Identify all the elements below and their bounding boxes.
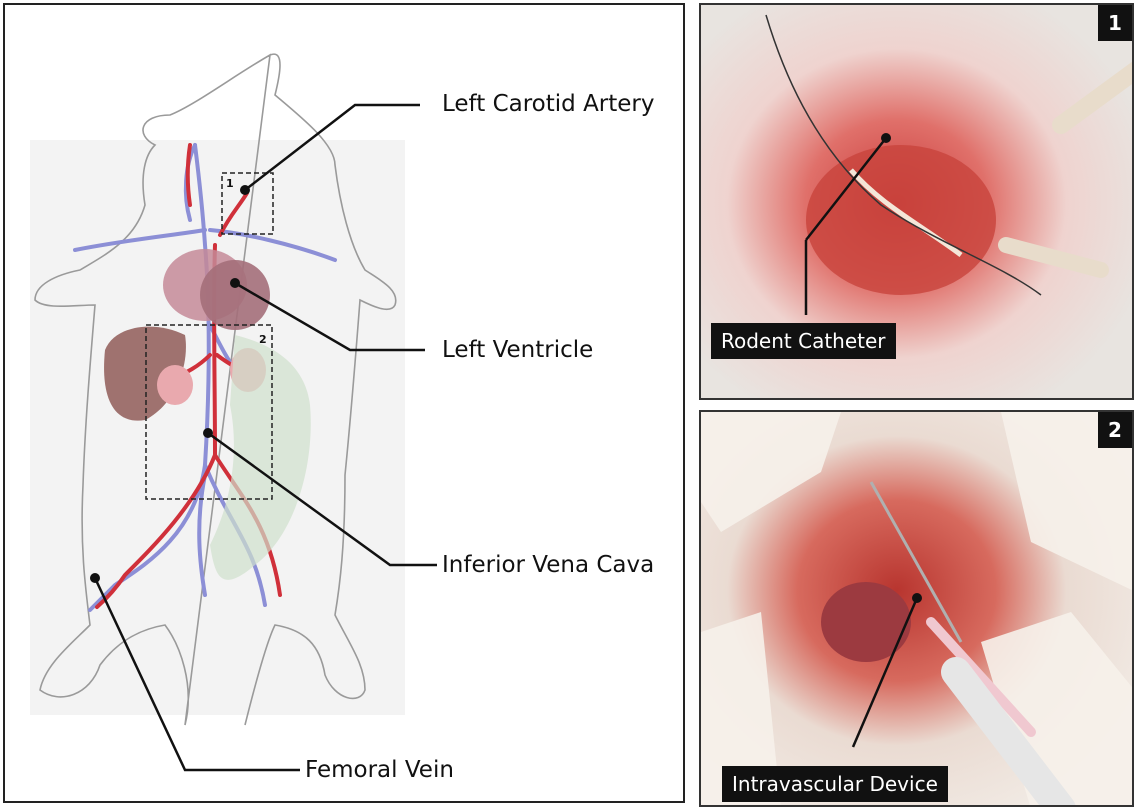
caption-intravascular-device: Intravascular Device — [722, 766, 948, 802]
photo-badge-1: 1 — [1098, 5, 1132, 41]
left-ventricle-shape — [200, 260, 270, 330]
box-number-2: 2 — [259, 333, 267, 346]
anatomy-diagram-panel: 1 2 Left Carotid Artery Left Ventricle I… — [3, 3, 685, 803]
photo-badge-2: 2 — [1098, 412, 1132, 448]
photo-carotid-catheter: 1 Rodent Catheter — [699, 3, 1134, 400]
caption-rodent-catheter: Rodent Catheter — [711, 323, 896, 359]
photo-ivc-device: 2 Intravascular Device — [699, 410, 1134, 807]
label-femoral-vein: Femoral Vein — [305, 757, 454, 783]
kidney-region — [821, 582, 911, 662]
box-number-1: 1 — [226, 177, 234, 190]
label-inferior-vena-cava: Inferior Vena Cava — [442, 552, 654, 578]
rat-anatomy-illustration: 1 2 — [5, 5, 685, 803]
right-kidney — [157, 365, 193, 405]
label-left-carotid-artery: Left Carotid Artery — [442, 91, 655, 117]
label-left-ventricle: Left Ventricle — [442, 337, 593, 363]
